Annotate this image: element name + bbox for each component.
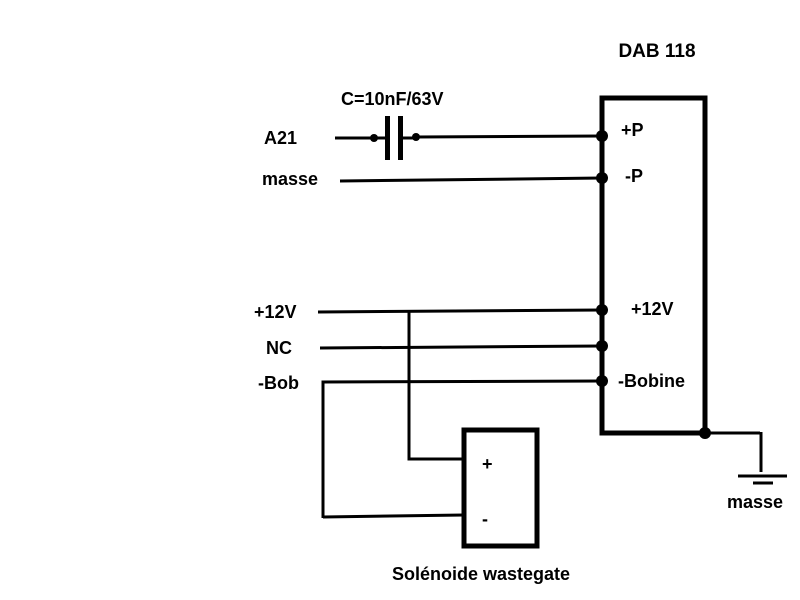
wire-to-plus-p: [415, 134, 603, 139]
wire-nc: [319, 344, 603, 350]
module-title: DAB 118: [618, 41, 695, 62]
wire-masse-to-minus-p: [339, 176, 603, 183]
pin-dot-minus-p: [596, 172, 608, 184]
wire-12v-to-solenoid-plus: [407, 311, 464, 461]
input-label-masse: masse: [262, 169, 318, 189]
input-label-plus-12v: +12V: [254, 302, 297, 322]
solenoid-minus-label: -: [482, 509, 488, 529]
pin-label-plus-p: +P: [621, 120, 644, 140]
pin-dot-plus-12v: [596, 304, 608, 316]
solenoid-title: Solénoide wastegate: [392, 564, 570, 584]
wire-bob-to-solenoid-minus: [322, 513, 465, 519]
solenoid-wastegate-box: [461, 427, 540, 549]
capacitor-plate-left: [385, 116, 390, 160]
input-label-nc: NC: [266, 338, 292, 358]
pin-dot-minus-bobine: [596, 375, 608, 387]
capacitor-label: C=10nF/63V: [341, 89, 444, 109]
pin-label-minus-bobine: -Bobine: [618, 371, 685, 391]
input-label-minus-bob: -Bob: [258, 373, 299, 393]
pin-dot-nc: [596, 340, 608, 352]
pin-label-plus-12v: +12V: [631, 299, 674, 319]
input-label-a21: A21: [264, 128, 297, 148]
solenoid-plus-label: +: [482, 454, 493, 474]
wire-plus-12v: [317, 308, 603, 314]
dab-118-module-box: [599, 95, 708, 436]
ground-label: masse: [727, 492, 783, 512]
wire-minus-bob: [321, 379, 603, 518]
pin-dot-plus-p: [596, 130, 608, 142]
capacitor-plate-right: [398, 116, 403, 160]
pin-label-minus-p: -P: [625, 166, 643, 186]
